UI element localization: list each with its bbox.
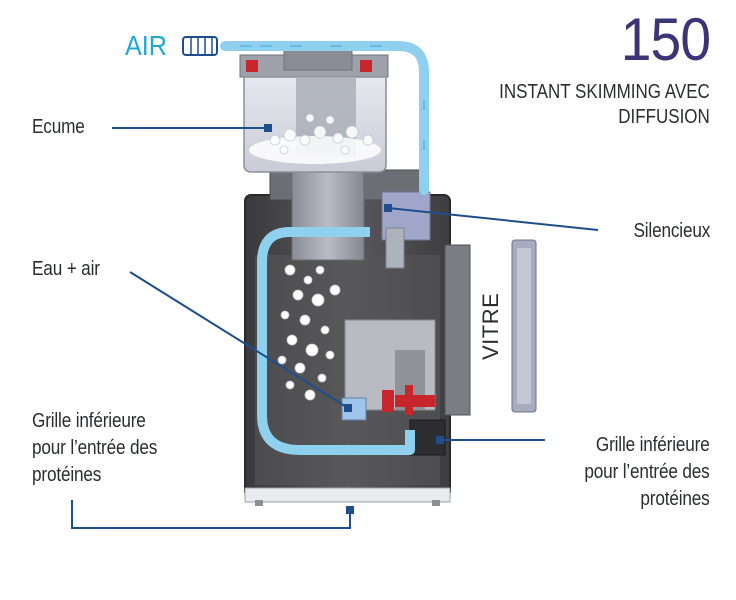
label-ecume: Ecume	[32, 114, 85, 141]
air-inlet-connector-icon	[183, 37, 217, 55]
model-subtitle: INSTANT SKIMMING AVEC DIFFUSION	[499, 80, 710, 130]
label-silencieux: Silencieux	[633, 218, 710, 245]
label-eau-air: Eau + air	[32, 256, 100, 283]
leader-grille-right	[436, 436, 545, 444]
model-number: 150	[621, 8, 710, 72]
label-grille-left: Grille inférieure pour l’entrée des prot…	[32, 408, 157, 489]
subtitle-line-1: INSTANT SKIMMING AVEC	[499, 80, 710, 105]
label-vitre: VITRE	[478, 293, 504, 360]
collection-cup	[240, 50, 388, 172]
air-label: AIR	[125, 30, 167, 62]
valve	[395, 395, 435, 407]
leader-grille-left	[72, 500, 354, 528]
subtitle-line-2: DIFFUSION	[499, 105, 710, 130]
label-grille-right: Grille inférieure pour l’entrée des prot…	[585, 432, 710, 513]
